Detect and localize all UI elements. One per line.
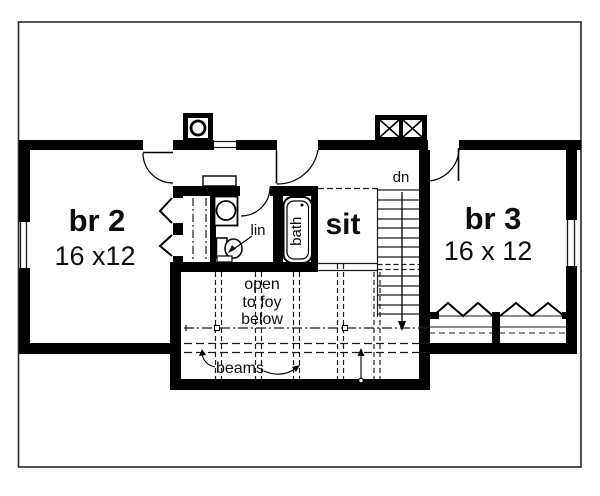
vanity-sink [213, 195, 239, 227]
br2-closet [158, 197, 207, 260]
beam-lines-vertical [214, 264, 381, 379]
window-symbols [19, 140, 576, 268]
bathtub [282, 196, 313, 264]
room-label-br3: br 3 [464, 201, 522, 236]
stair-down-arrow [398, 192, 406, 331]
room-label-sit: sit [325, 208, 361, 241]
bath-block-walls [170, 186, 318, 272]
exterior-walls [19, 140, 581, 390]
label-open-to-foy-below: open to foy below [241, 276, 283, 329]
br3-closets [419, 301, 577, 343]
room-dims-br3: 16 x 12 [443, 236, 533, 266]
label-stairs-dn: dn [392, 169, 410, 186]
label-beams: beams [215, 360, 265, 377]
beam-lines-horizontal [184, 325, 428, 354]
room-label-bath: bath [287, 216, 305, 246]
sit-area-edges [318, 187, 377, 272]
chimney-double-flue [375, 115, 427, 142]
attic-door-right [427, 147, 460, 182]
toilet [215, 237, 243, 259]
beam-joint-squares [213, 324, 349, 332]
stairs [376, 188, 419, 317]
linen-shelf [216, 235, 253, 263]
section-marker [357, 348, 365, 384]
room-dims-br2: 16 x12 [54, 241, 136, 271]
roof-outline [17, 21, 582, 468]
label-linen: lin [250, 222, 266, 239]
attic-door-center [275, 149, 319, 185]
attic-door-left [142, 151, 174, 184]
chimney-round-flue [183, 113, 213, 143]
room-label-br2: br 2 [68, 203, 126, 238]
beams-leader-lines [199, 349, 300, 375]
bath-door [240, 186, 271, 217]
shelf-box [202, 175, 237, 187]
